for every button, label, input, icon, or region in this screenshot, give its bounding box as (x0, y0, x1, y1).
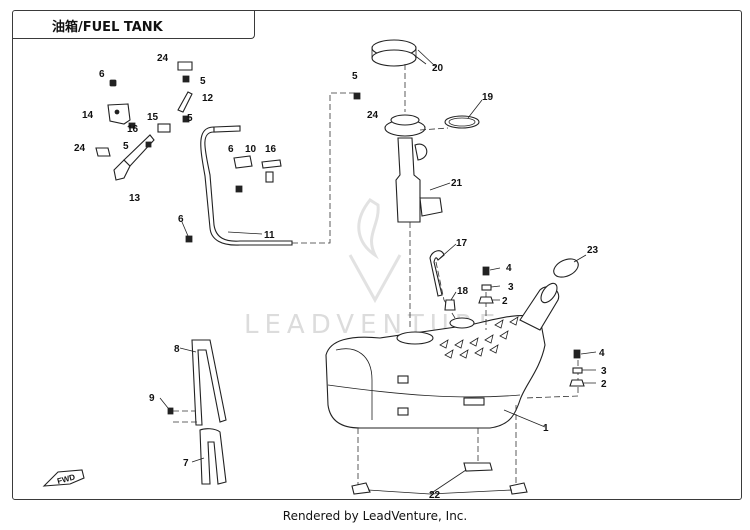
hose-clamps (109, 75, 361, 243)
callout-3: 3 (601, 366, 607, 377)
rollover-valve-part-18 (444, 299, 456, 311)
rubber-pads-part-22 (351, 462, 528, 495)
callout-2: 2 (601, 379, 607, 390)
callout-16: 16 (265, 144, 277, 155)
fitting-part-24b (95, 147, 111, 157)
callout-14: 14 (82, 110, 94, 121)
callout-5: 5 (187, 113, 193, 124)
callout-5: 5 (200, 76, 206, 87)
callout-18: 18 (457, 286, 469, 297)
callout-17: 17 (456, 238, 468, 249)
strap-part-8 (191, 339, 227, 426)
tee-fitting-part-15 (157, 123, 171, 133)
fuel-tank (325, 261, 579, 485)
callout-22: 22 (429, 490, 441, 501)
callout-21: 21 (451, 178, 463, 189)
callout-15: 15 (147, 112, 159, 123)
fitting-part-24a (177, 61, 193, 71)
callout-19: 19 (482, 92, 494, 103)
callout-12: 12 (202, 93, 214, 104)
callout-6: 6 (178, 214, 184, 225)
callouts: 1 2 2 3 3 4 4 5 5 5 5 6 6 6 7 8 9 10 11 … (74, 53, 607, 501)
fuel-pump-part-21 (395, 137, 421, 223)
valve-part-10 (233, 155, 253, 169)
callout-5: 5 (352, 71, 358, 82)
callout-10: 10 (245, 144, 257, 155)
mounting-hardware (478, 266, 585, 387)
strap-part-7 (199, 428, 227, 485)
fwd-arrow: FWD (42, 469, 85, 487)
callout-20: 20 (432, 63, 444, 74)
fuel-hose-part-11 (200, 126, 293, 246)
breather-hose-part-17 (429, 250, 445, 297)
callout-24: 24 (157, 53, 169, 64)
callout-11: 11 (264, 230, 275, 241)
callout-7: 7 (183, 458, 189, 469)
diagram-title: 油箱/FUEL TANK (52, 20, 163, 35)
tank-body-part-1 (325, 315, 546, 429)
tank-ribs (439, 316, 519, 359)
callout-2: 2 (502, 296, 508, 307)
callout-4: 4 (599, 348, 605, 359)
callout-24: 24 (74, 143, 86, 154)
diagram-frame (12, 10, 742, 500)
leader-lines (159, 49, 597, 495)
callout-23: 23 (587, 245, 599, 256)
callout-8: 8 (174, 344, 180, 355)
fuel-hose-part-12 (177, 91, 193, 113)
callout-6: 6 (228, 144, 234, 155)
callout-13: 13 (129, 193, 141, 204)
callout-1: 1 (543, 423, 549, 434)
footer-credit: Rendered by LeadVenture, Inc. (282, 509, 468, 523)
callout-4: 4 (506, 263, 512, 274)
callout-6: 6 (99, 69, 105, 80)
callout-9: 9 (149, 393, 155, 404)
callout-5: 5 (123, 141, 129, 152)
callout-3: 3 (508, 282, 514, 293)
watermark-logo (348, 198, 402, 304)
connector-part-13 (113, 159, 131, 181)
filler-cap-part-23 (553, 258, 579, 278)
title-box (12, 10, 255, 39)
fuel-pump-assembly (371, 39, 480, 330)
fuel-line-assembly (95, 61, 361, 246)
bracket-part-14 (107, 103, 131, 125)
callout-16: 16 (127, 124, 139, 135)
callout-24: 24 (367, 110, 379, 121)
bolt-part-9 (167, 407, 174, 415)
